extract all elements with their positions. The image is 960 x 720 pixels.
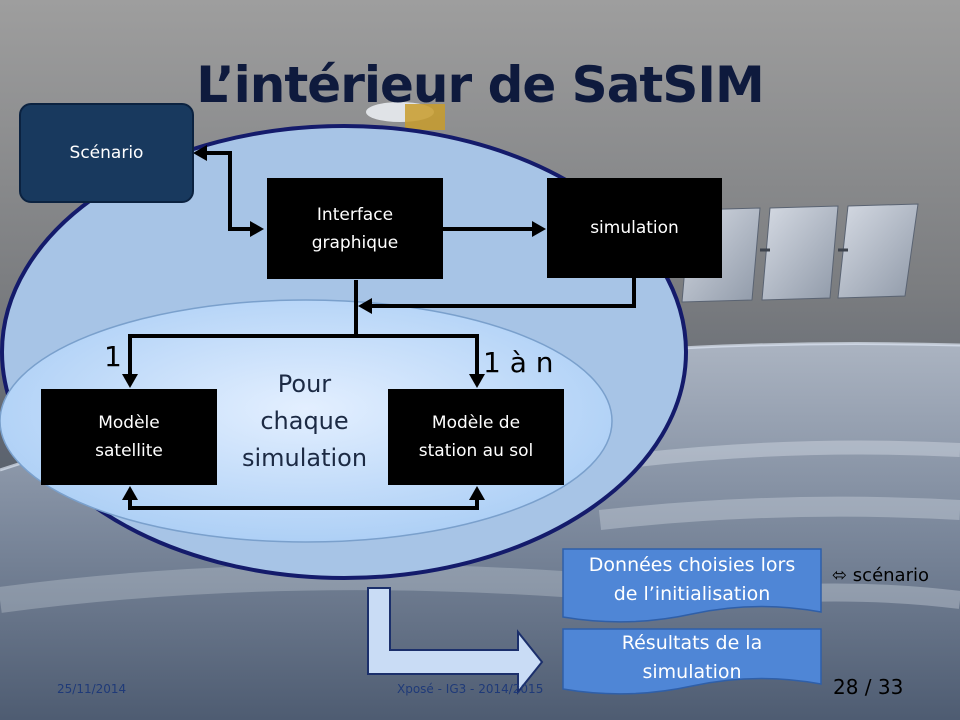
- footer-date: 25/11/2014: [57, 682, 127, 696]
- satellite-multiplicity: 1: [104, 340, 122, 373]
- satellite-label-line2: satellite: [95, 441, 163, 461]
- legend-results-line2: simulation: [642, 661, 742, 683]
- satellite-label-line1: Modèle: [98, 413, 160, 433]
- interface-label-line2: graphique: [311, 232, 399, 253]
- legend-choices-line1: Données choisies lors: [588, 554, 796, 576]
- legend-results-shape: [562, 628, 822, 695]
- scenario-node: Scénario: [19, 103, 194, 203]
- loop-label: Pour chaque simulation: [222, 366, 387, 477]
- footer-center: Xposé - IG3 - 2014/2015: [397, 682, 544, 696]
- simulation-label: simulation: [590, 218, 679, 238]
- station-label-line2: station au sol: [418, 441, 534, 461]
- loop-label-line2: chaque: [260, 407, 349, 435]
- satellite-model-node: Modèle satellite: [41, 389, 217, 485]
- interface-node: Interface graphique: [267, 178, 443, 279]
- scenario-label: Scénario: [69, 143, 144, 163]
- station-label-line1: Modèle de: [431, 413, 521, 433]
- legend-choices-line2: de l’initialisation: [613, 583, 771, 605]
- legend-choices: Données choisies lors de l’initialisatio…: [563, 549, 821, 611]
- interface-label-line1: Interface: [316, 204, 394, 225]
- station-multiplicity: 1 à n: [483, 346, 554, 379]
- page-number: 28 / 33: [833, 675, 904, 699]
- connector-lines: [128, 151, 636, 510]
- legend-arrow: [367, 587, 544, 695]
- legend-choices-note: ⬄ scénario: [832, 565, 930, 586]
- legend-choices-shape: [562, 548, 822, 623]
- slide-title: L’intérieur de SatSIM: [196, 56, 764, 114]
- legend-results: Résultats de la simulation: [563, 629, 821, 687]
- loop-label-line3: simulation: [241, 444, 368, 472]
- loop-label-line1: Pour: [277, 370, 332, 398]
- station-model-node: Modèle de station au sol: [388, 389, 564, 485]
- legend-results-line1: Résultats de la: [621, 632, 763, 654]
- simulation-node: simulation: [547, 178, 722, 278]
- arrow-heads: [122, 145, 546, 500]
